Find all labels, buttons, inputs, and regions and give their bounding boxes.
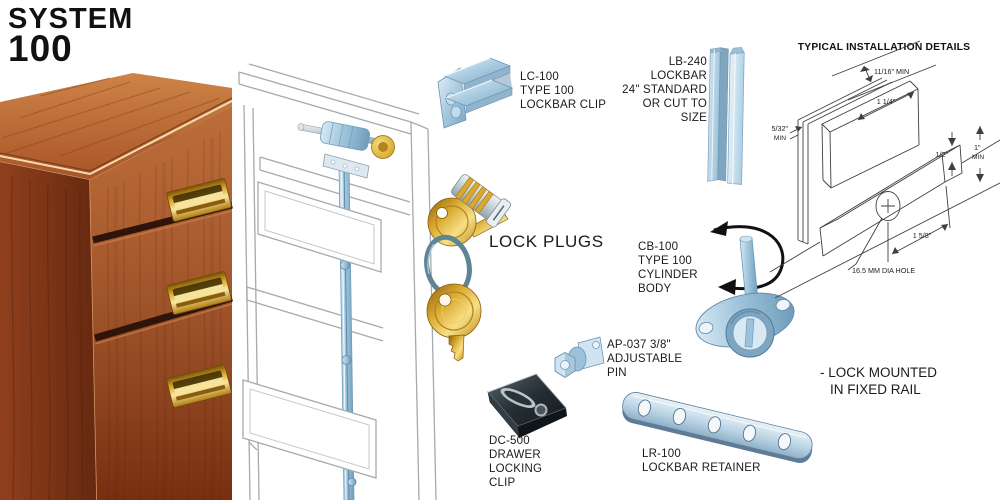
lr100-lockbar-retainer-image (622, 392, 813, 463)
cb100-cylinder-body-image (695, 221, 795, 358)
note-line: IN FIXED RAIL (830, 382, 921, 397)
part-number: LB-240 (668, 56, 707, 68)
label-line: TYPE 100 (638, 255, 693, 267)
lockbar-installation-drawing (238, 63, 437, 500)
dim-rail-height-min: MIN (972, 154, 984, 161)
dc500-drawer-locking-clip-image (487, 373, 567, 440)
label-line: LOCKBAR CLIP (520, 99, 607, 111)
lock-mounted-note: - LOCK MOUNTED IN FIXED RAIL (820, 364, 937, 398)
dim-hole-offset: 1 5/8" (913, 231, 932, 240)
drawer-handle (166, 178, 232, 222)
lock-plug (451, 174, 512, 228)
drawer-front-outline (257, 181, 382, 273)
dimension-arrowheads (795, 66, 984, 254)
dim-panel-gap-min: MIN (774, 135, 786, 142)
label-line: SIZE (680, 112, 707, 124)
label-line: PIN (607, 367, 627, 379)
label-dc500: DC-500 DRAWER LOCKING CLIP (489, 434, 542, 490)
retainer-holes (637, 399, 792, 451)
label-line: LOCKBAR (650, 70, 707, 82)
cabinet-side-panel (0, 162, 98, 500)
dim-front-width: 1 1/4" (877, 97, 896, 106)
label-line: 24" STANDARD (622, 84, 707, 96)
drawer-handle (166, 364, 232, 408)
label-line: LOCKBAR RETAINER (642, 462, 761, 474)
installation-linework (769, 40, 1000, 299)
label-lr100: LR-100 LOCKBAR RETAINER (642, 447, 761, 475)
label-lc100: LC-100 TYPE 100 LOCKBAR CLIP (520, 70, 606, 112)
part-number: LC-100 (520, 71, 559, 83)
dim-top-clearance: 11/16" MIN (874, 67, 909, 76)
label-ap037: AP-037 3/8" ADJUSTABLE PIN (607, 338, 682, 380)
lc100-lockbar-clip-image (437, 57, 514, 129)
drawer-handle (166, 271, 232, 315)
label-lb240: LB-240 LOCKBAR 24" STANDARD OR CUT TO SI… (597, 55, 707, 125)
drawer-front-outline (242, 379, 377, 479)
installed-lock-assembly (297, 121, 395, 179)
installation-title: TYPICAL INSTALLATION DETAILS (798, 42, 970, 53)
key-head (426, 283, 482, 339)
dim-rail-height: 1" (974, 143, 981, 152)
dim-hole-diameter: 16.5 MM DIA HOLE (852, 266, 915, 275)
part-number: LR-100 (642, 448, 681, 460)
part-number: CB-100 (638, 241, 679, 253)
label-line: OR CUT TO (642, 98, 707, 110)
lock-plugs-heading: LOCK PLUGS (489, 232, 604, 251)
key-head (427, 197, 477, 247)
lb240-lockbar-image (707, 47, 745, 185)
lock-plugs-keys-image (424, 174, 512, 362)
lockbar-pushbutton (341, 355, 352, 365)
installation-details-drawing: TYPICAL INSTALLATION DETAILS (769, 40, 1000, 299)
label-line: LOCKING (489, 463, 543, 475)
label-line: BODY (638, 283, 672, 295)
ap037-adjustable-pin-image (554, 336, 605, 378)
label-line: CYLINDER (638, 269, 698, 281)
label-line: CLIP (489, 477, 516, 489)
key-blade (448, 334, 465, 362)
cabinet-photo (0, 73, 233, 500)
label-cb100: CB-100 TYPE 100 CYLINDER BODY (638, 240, 698, 296)
label-line: ADJUSTABLE (607, 353, 683, 365)
label-line: DRAWER (489, 449, 541, 461)
lockbar-pushbutton (347, 477, 357, 487)
part-number: AP-037 3/8" (607, 339, 671, 351)
dim-rail-inset: 1/2" (935, 150, 948, 159)
label-line: TYPE 100 (520, 85, 575, 97)
page-title: SYSTEM 100 (8, 3, 134, 69)
note-line: - LOCK MOUNTED (820, 365, 938, 380)
dim-panel-gap: 5/32" (771, 124, 788, 133)
title-system: SYSTEM (8, 3, 134, 35)
title-100: 100 (8, 28, 73, 69)
cabinet-front-face (90, 106, 233, 500)
part-number: DC-500 (489, 435, 530, 447)
